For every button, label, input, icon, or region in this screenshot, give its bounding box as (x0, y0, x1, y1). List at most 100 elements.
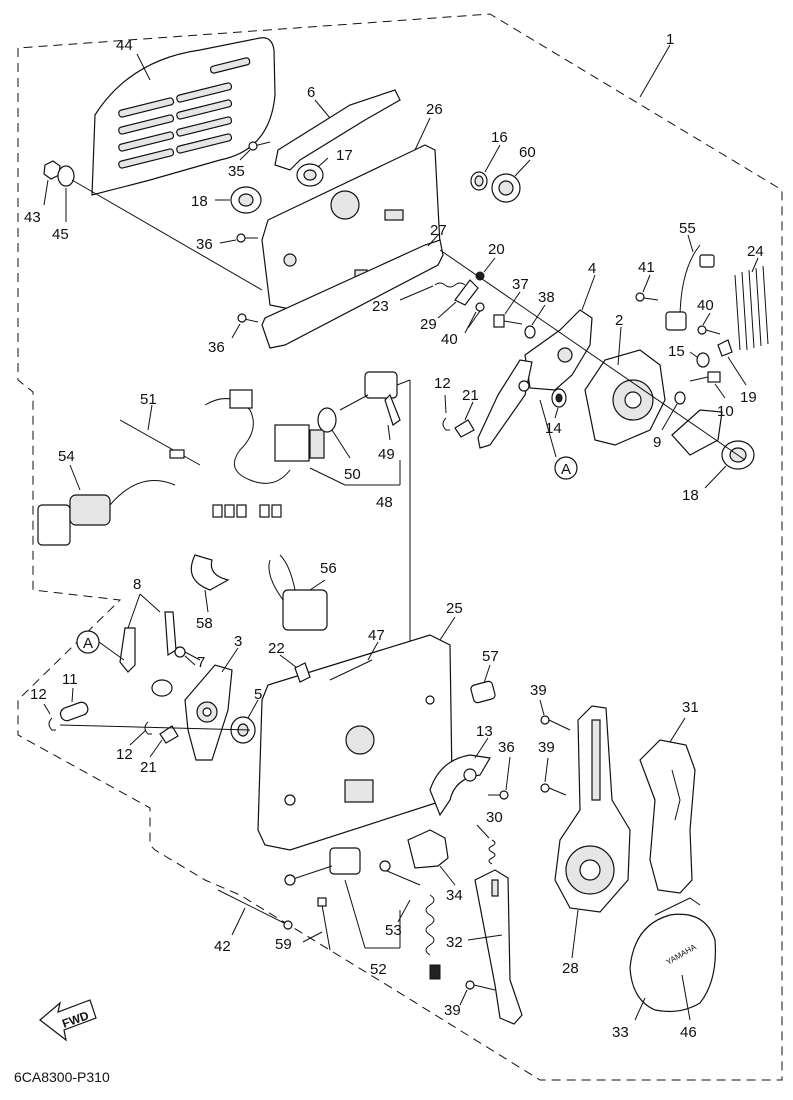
leader-24 (751, 257, 759, 273)
leader-12-lower-left (43, 703, 51, 715)
leader-3 (221, 647, 239, 673)
callout-40-left: 40 (441, 331, 458, 348)
callout-37: 37 (512, 276, 529, 293)
leader-38 (531, 304, 546, 326)
screw-41 (635, 292, 659, 302)
cam-plate (671, 409, 723, 456)
callout-49: 49 (378, 446, 395, 463)
callout-39-bottom: 39 (444, 1002, 461, 1019)
leader-58 (204, 589, 209, 613)
bolt-37 (493, 314, 523, 328)
callout-18-top: 18 (191, 193, 208, 210)
leader-8 (139, 593, 161, 613)
leader-6 (314, 99, 331, 119)
leader-9 (661, 403, 678, 431)
callout-23: 23 (372, 298, 389, 315)
callout-27: 27 (430, 222, 447, 239)
leader-17 (317, 157, 329, 168)
fwd-arrow: FWD (39, 999, 97, 1042)
leader-4 (581, 274, 596, 311)
leader-40-left (464, 311, 477, 334)
leader-34 (439, 865, 456, 886)
clip-12-lower-mid (144, 721, 152, 735)
leader-29 (437, 301, 457, 319)
leader-44 (136, 53, 151, 81)
callout-12-upper: 12 (434, 375, 451, 392)
callout-43: 43 (24, 209, 41, 226)
callout-60: 60 (519, 144, 536, 161)
screw-40-left (467, 302, 485, 329)
leader-20 (483, 257, 496, 273)
bracket-8 (119, 611, 177, 673)
bushing-18-top (230, 186, 262, 214)
callout-39-top: 39 (530, 682, 547, 699)
switch-52 (284, 847, 361, 886)
screw-39-mid (540, 783, 567, 796)
pin-11 (59, 701, 89, 722)
leader-32 (467, 934, 503, 941)
callout-labels: 1 44 6 26 16 60 35 17 18 43 45 36 27 20 … (24, 31, 764, 1041)
leader-12-lower-mid (129, 729, 147, 746)
bolt-42 (217, 889, 293, 930)
callout-33: 33 (612, 1024, 629, 1041)
pin-59 (317, 897, 331, 951)
bushing-15 (696, 352, 710, 368)
leader-23 (399, 285, 434, 301)
housing-25 (257, 634, 453, 851)
washer-50 (317, 407, 337, 433)
ref-a-circle-1 (554, 456, 578, 480)
shift-arm-32 (474, 869, 523, 1025)
strip-47 (329, 659, 373, 681)
callout-44: 44 (116, 37, 133, 54)
callout-47: 47 (368, 627, 385, 644)
callout-52: 52 (370, 961, 387, 978)
leader-40-right (702, 312, 711, 326)
callout-41: 41 (638, 259, 655, 276)
callout-20: 20 (488, 241, 505, 258)
leader-13 (474, 737, 489, 759)
cable-51 (119, 419, 201, 466)
screw-36-top (236, 233, 258, 243)
washer-45 (57, 165, 75, 187)
callout-50: 50 (344, 466, 361, 483)
callout-51: 51 (140, 391, 157, 408)
callout-45: 45 (52, 226, 69, 243)
leader-15 (689, 351, 698, 358)
lanyard-53 (379, 860, 441, 980)
callout-56: 56 (320, 560, 337, 577)
callout-55: 55 (679, 220, 696, 237)
leader-21-upper (464, 401, 474, 421)
clip-12-lower (48, 717, 56, 731)
leader-37 (504, 291, 521, 315)
leader-51 (147, 404, 153, 431)
leader-12-upper (444, 394, 447, 414)
cable-fitting-54 (37, 480, 176, 546)
callout-31: 31 (682, 699, 699, 716)
control-lever-28 (554, 705, 631, 913)
tie-line-49 (396, 379, 411, 386)
arm-plate-4 (524, 309, 593, 391)
bracket-34 (407, 829, 449, 869)
leader-48 (309, 467, 346, 486)
callout-8: 8 (133, 576, 141, 593)
callout-13: 13 (476, 723, 493, 740)
callout-14: 14 (545, 420, 562, 437)
callout-15: 15 (668, 343, 685, 360)
callout-35: 35 (228, 163, 245, 180)
callout-58: 58 (196, 615, 213, 632)
callout-12-lower-mid: 12 (116, 746, 133, 763)
leader-30 (476, 824, 490, 839)
detent-plate-13 (429, 754, 491, 817)
callout-40-right: 40 (697, 297, 714, 314)
screw-36-lower (488, 790, 509, 800)
leader-5 (247, 699, 259, 719)
callout-36-lower: 36 (498, 739, 515, 756)
leader-refA2 (98, 641, 125, 661)
pin-21-lower (159, 725, 179, 744)
callout-6: 6 (307, 84, 315, 101)
pin-21-upper (454, 419, 475, 438)
callout-42: 42 (214, 938, 231, 955)
cover-plate-44 (91, 37, 276, 196)
leader-47 (367, 641, 379, 661)
